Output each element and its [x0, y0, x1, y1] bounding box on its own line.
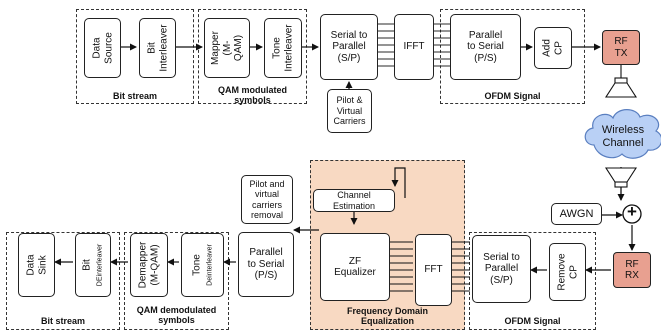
- data-sink-block: Data Sink: [18, 233, 55, 297]
- remove-cp-block: Remove CP: [549, 243, 586, 301]
- tone-deinterleaver-sublabel: Deinterleaver: [205, 244, 213, 286]
- pilot-removal-block: Pilot and virtual carriers removal: [241, 175, 293, 224]
- wireless-channel-label: Wireless Channel: [601, 124, 645, 149]
- rf-tx-block: RF TX: [602, 30, 640, 65]
- fft-block: FFT: [415, 234, 452, 306]
- ifft-block: IFFT: [394, 14, 434, 80]
- serial-to-parallel-tx-block: Serial to Parallel (S/P): [320, 14, 378, 80]
- parallel-to-serial-tx-block: Parallel to Serial (P/S): [450, 14, 521, 80]
- rf-rx-block: RF RX: [613, 252, 651, 288]
- data-source-block: Data Source: [84, 18, 121, 78]
- tx-ofdm-label: OFDM Signal: [484, 91, 541, 101]
- bit-deinterleaver-sublabel: DEinterleaver: [96, 243, 103, 287]
- rx-bit-stream-group: [6, 232, 120, 330]
- bit-deinterleaver-label: Bit: [81, 259, 93, 271]
- tx-bit-stream-group: [76, 9, 194, 104]
- mapper-block: Mapper (M-QAM): [204, 18, 250, 78]
- awgn-block: AWGN: [551, 203, 602, 225]
- tx-antenna-icon: [604, 62, 638, 98]
- rx-fde-label: Frequency Domain Equalization: [346, 306, 429, 327]
- channel-estimation-block: Channel Estimation: [313, 189, 395, 212]
- rx-qam-group: [124, 232, 229, 330]
- bit-interleaver-block: Bit Interleaver: [139, 18, 176, 78]
- zf-equalizer-block: ZF Equalizer: [320, 233, 390, 301]
- rx-qam-label: QAM demodulated symbols: [136, 305, 217, 326]
- rx-bit-stream-label: Bit stream: [40, 316, 85, 326]
- tone-interleaver-block: Tone Interleaver: [264, 18, 302, 78]
- serial-to-parallel-rx-block: Serial to Parallel (S/P): [472, 235, 531, 303]
- wireless-channel-cloud-icon: [584, 109, 661, 159]
- pilot-virtual-carriers-block: Pilot & Virtual Carriers: [327, 89, 372, 133]
- adder-plus-sign: +: [627, 202, 637, 221]
- demapper-block: Demapper (M-QAM): [130, 233, 168, 297]
- parallel-to-serial-rx-block: Parallel to Serial (P/S): [238, 232, 294, 297]
- rx-ofdm-group: [469, 232, 596, 330]
- tone-deinterleaver-block: Tone Deinterleaver: [181, 233, 224, 297]
- bit-deinterleaver-block: Bit DEinterleaver: [75, 233, 111, 297]
- add-cp-block: Add CP: [534, 27, 572, 69]
- tone-deinterleaver-label: Tone: [191, 254, 202, 276]
- tx-qam-label: QAM modulated symbols: [218, 85, 287, 106]
- tx-bit-stream-label: Bit stream: [112, 91, 157, 101]
- tx-qam-group: [198, 9, 307, 104]
- tx-ofdm-group: [440, 9, 585, 104]
- rx-antenna-icon: [604, 167, 638, 200]
- rx-ofdm-label: OFDM Signal: [504, 316, 561, 326]
- adder-node: [622, 204, 642, 224]
- parallel-bus-lines: [378, 23, 470, 292]
